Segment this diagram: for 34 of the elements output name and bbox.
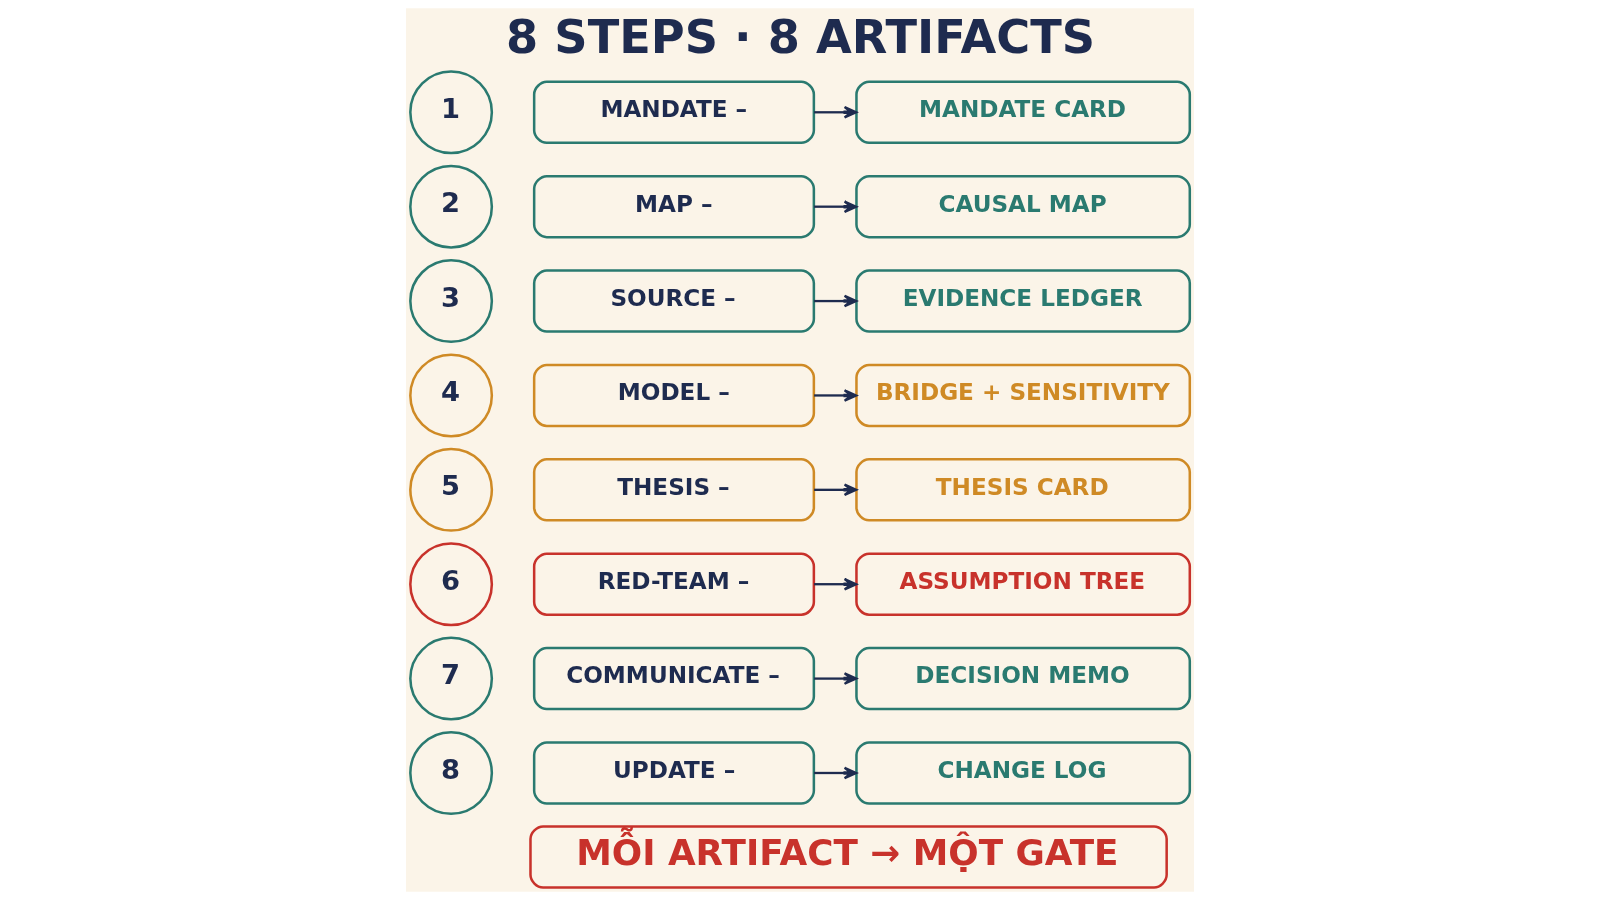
arrow [814, 766, 858, 780]
arrow [814, 389, 858, 402]
node-box: THESIS – [532, 458, 816, 522]
node-box: UPDATE – [532, 741, 816, 805]
node-circle: 6 [409, 542, 494, 627]
diagram-title: 8 STEPS · 8 ARTIFACTS [506, 9, 1096, 64]
node-box: MANDATE CARD [855, 80, 1192, 145]
node-box: BRIDGE + SENSITIVITY [855, 363, 1192, 428]
node-box: CAUSAL MAP [855, 174, 1192, 239]
node-box: EVIDENCE LEDGER [855, 269, 1192, 333]
node-box: THESIS CARD [855, 458, 1192, 522]
node-box: DECISION MEMO [855, 646, 1192, 711]
node-circle: 1 [409, 70, 494, 155]
node-box: MODEL – [532, 363, 816, 428]
arrow [814, 105, 858, 119]
node-box: SOURCE – [532, 269, 816, 333]
node-box: RED-TEAM – [532, 552, 816, 616]
node-circle: 8 [409, 730, 494, 815]
arrow [814, 672, 858, 685]
node-box: MAP – [532, 174, 816, 239]
arrow [814, 577, 858, 591]
node-circle: 7 [409, 636, 494, 721]
node-circle: 2 [409, 164, 494, 249]
node-circle: 3 [409, 259, 494, 344]
node-box: CHANGE LOG [855, 741, 1192, 805]
node-box: MANDATE – [532, 80, 816, 145]
node-box: ASSUMPTION TREE [855, 552, 1192, 616]
node-circle: 4 [409, 353, 494, 438]
node-circle: 5 [409, 447, 494, 532]
arrow [814, 483, 858, 497]
node-box: COMMUNICATE – [532, 646, 816, 711]
arrow [814, 200, 858, 214]
node-box: MỖI ARTIFACT → MỘT GATE [529, 825, 1168, 889]
arrow [814, 294, 858, 308]
